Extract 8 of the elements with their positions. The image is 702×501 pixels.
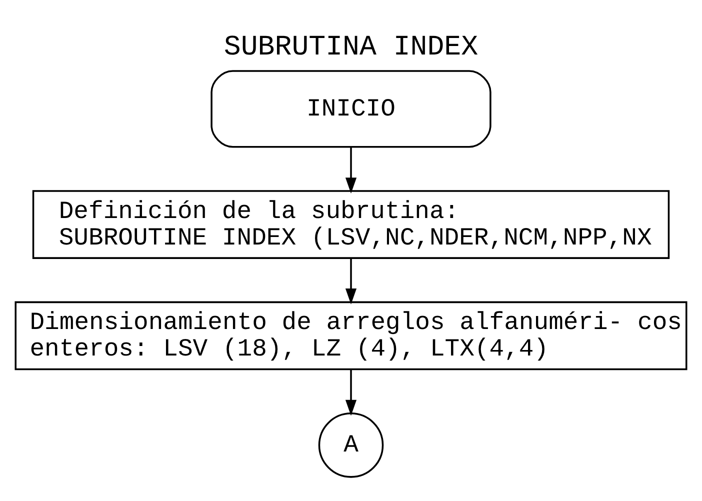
diagram-title: SUBRUTINA INDEX	[224, 31, 478, 64]
node-box: INICIO	[210, 70, 492, 148]
node-box: Dimensionamiento de arreglos alfanuméri- cos enteros: LSV (18), LZ (4), LTX(4,4)	[14, 300, 688, 370]
node-box: Definición de la subrutina: SUBROUTINE INDEX (LSV,NC,NDER,NCM,NPP,NX	[32, 190, 670, 258]
node-circle: A	[318, 412, 384, 478]
arrow	[345, 368, 357, 416]
arrow	[345, 146, 357, 194]
arrow	[345, 258, 357, 304]
